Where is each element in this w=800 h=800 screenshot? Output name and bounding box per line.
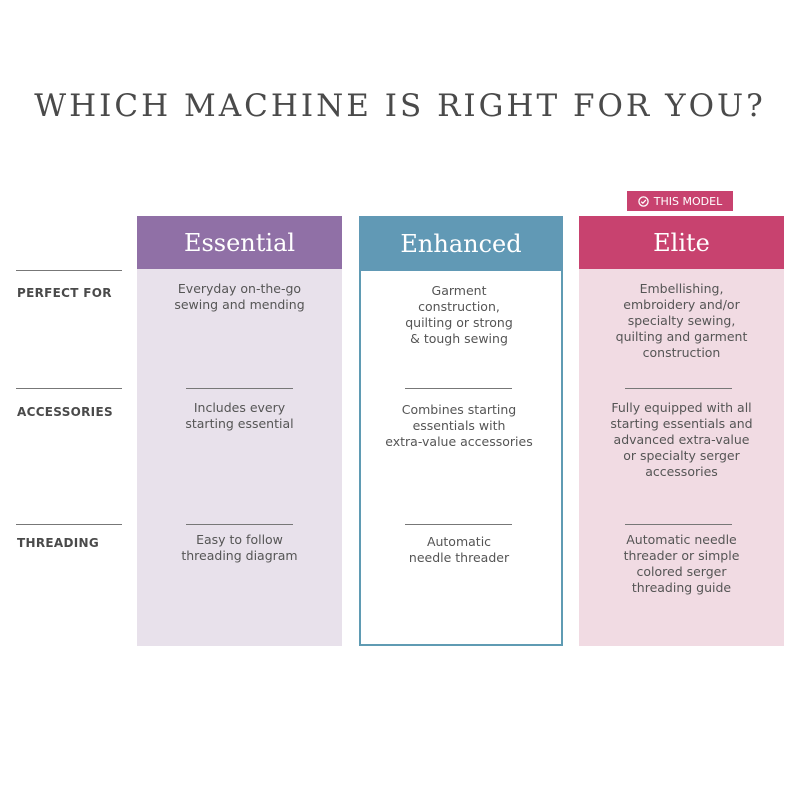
cell-line: Fully equipped with all <box>611 400 752 415</box>
cell-line: accessories <box>645 464 718 479</box>
elite-threading: Automatic needle threader or simple colo… <box>579 532 784 596</box>
essential-accessories: Includes every starting essential <box>137 400 342 432</box>
row-label-accessories: ACCESSORIES <box>17 405 113 419</box>
cell-divider <box>405 388 512 389</box>
cell-line: Combines starting <box>401 402 517 417</box>
column-enhanced: Enhanced Garment construction, quilting … <box>359 216 563 646</box>
essential-threading: Easy to follow threading diagram <box>137 532 342 564</box>
cell-line: colored serger <box>636 564 727 579</box>
cell-line: embroidery and/or <box>623 297 740 312</box>
cell-line: & tough sewing <box>410 331 508 346</box>
cell-line: Automatic needle <box>626 532 737 547</box>
cell-line: Everyday on-the-go <box>177 281 302 296</box>
cell-line: threading diagram <box>181 548 298 563</box>
cell-line: threading guide <box>631 580 732 595</box>
cell-line: Includes every <box>193 400 286 415</box>
cell-line: starting essentials and <box>610 416 753 431</box>
cell-line: needle threader <box>408 550 510 565</box>
cell-line: construction, <box>418 299 500 314</box>
cell-line: Automatic <box>426 534 492 549</box>
cell-line: advanced extra-value <box>613 432 750 447</box>
row-divider <box>16 388 122 389</box>
cell-divider <box>625 388 732 389</box>
cell-line: Garment <box>431 283 487 298</box>
check-circle-icon <box>638 195 649 207</box>
cell-line: extra-value accessories <box>385 434 533 449</box>
cell-line: starting essential <box>185 416 294 431</box>
elite-accessories: Fully equipped with all starting essenti… <box>579 400 784 480</box>
cell-divider <box>405 524 512 525</box>
cell-divider <box>186 388 293 389</box>
enhanced-perfect-for: Garment construction, quilting or strong… <box>359 283 559 347</box>
column-header-essential: Essential <box>137 216 342 269</box>
cell-line: construction <box>642 345 721 360</box>
essential-perfect-for: Everyday on-the-go sewing and mending <box>137 281 342 313</box>
column-essential: Essential Everyday on-the-go sewing and … <box>137 216 342 646</box>
badge-label: THIS MODEL <box>653 194 723 208</box>
cell-line: Embellishing, <box>639 281 724 296</box>
column-header-elite: Elite <box>579 216 784 269</box>
enhanced-accessories: Combines starting essentials with extra-… <box>359 402 559 450</box>
cell-line: threader or simple <box>623 548 740 563</box>
cell-line: quilting and garment <box>615 329 748 344</box>
row-label-threading: THREADING <box>17 536 99 550</box>
cell-line: or specialty serger <box>623 448 740 463</box>
cell-line: essentials with <box>412 418 506 433</box>
column-elite: Elite Embellishing, embroidery and/or sp… <box>579 216 784 646</box>
this-model-badge: THIS MODEL <box>627 191 733 211</box>
row-label-perfect-for: PERFECT FOR <box>17 286 112 300</box>
row-divider <box>16 524 122 525</box>
row-divider <box>16 270 122 271</box>
elite-perfect-for: Embellishing, embroidery and/or specialt… <box>579 281 784 361</box>
cell-line: Easy to follow <box>196 532 283 547</box>
enhanced-threading: Automatic needle threader <box>359 534 559 566</box>
cell-line: quilting or strong <box>405 315 513 330</box>
cell-divider <box>625 524 732 525</box>
column-header-enhanced: Enhanced <box>359 216 563 271</box>
page-title: WHICH MACHINE IS RIGHT FOR YOU? <box>34 88 766 124</box>
cell-divider <box>186 524 293 525</box>
cell-line: sewing and mending <box>174 297 305 312</box>
cell-line: specialty sewing, <box>627 313 736 328</box>
